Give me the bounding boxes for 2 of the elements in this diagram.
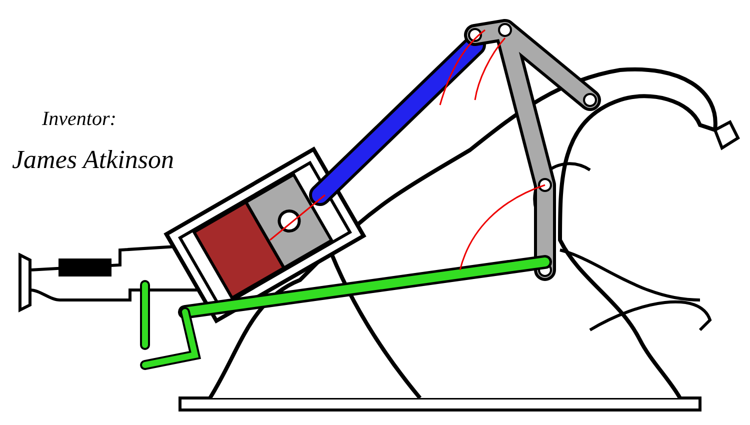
- caption-text: Inventor:: [42, 108, 116, 131]
- signature: James Atkinson: [12, 145, 174, 175]
